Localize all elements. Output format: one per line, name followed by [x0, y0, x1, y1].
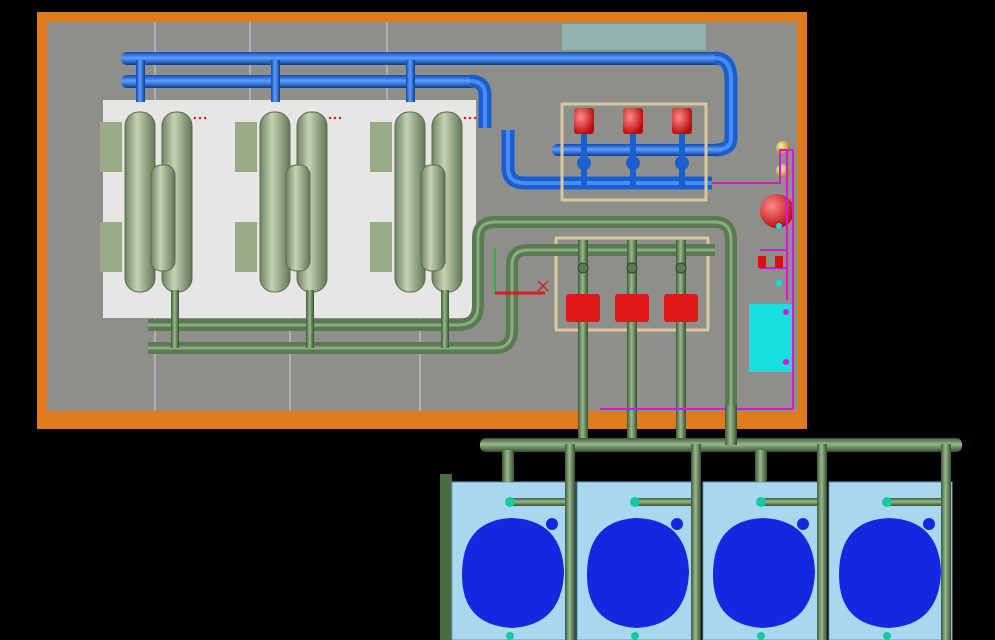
chiller-3: [370, 111, 477, 293]
pump-volute: [675, 156, 689, 170]
blue-header-upper: [121, 52, 725, 65]
tower-inlet-pipe: [508, 498, 570, 506]
tower-risers: [565, 444, 951, 640]
chw-pump-group: [574, 108, 692, 185]
chiller-panel: [370, 122, 392, 172]
tower-inlet-pipe: [759, 498, 821, 506]
chiller-group: [100, 111, 477, 293]
coordinate-triad: [494, 248, 549, 295]
pump-volute: [577, 156, 591, 170]
cw-pump-group: [566, 240, 698, 438]
pump-discharge: [627, 322, 637, 438]
chiller-panel: [100, 222, 122, 272]
chiller-marker: [193, 116, 197, 120]
tower-header-pipe: [480, 438, 962, 452]
tower-cell-1: [451, 481, 576, 640]
fan-motor: [797, 518, 809, 530]
green-drops-from-chillers: [171, 290, 449, 348]
cw-pump-3: [664, 240, 698, 438]
tower-drain: [883, 632, 891, 640]
chiller-panel: [235, 222, 257, 272]
chiller-marker: [203, 116, 207, 120]
tower-fan: [839, 518, 941, 628]
pump-body: [615, 294, 649, 322]
cooling-tower-frame: [440, 474, 452, 640]
chw-pump-1: [574, 108, 594, 185]
expansion-tank: [760, 194, 794, 228]
pump-valve: [577, 262, 589, 274]
chw-pump-2: [623, 108, 643, 185]
louver-panel: [562, 24, 706, 50]
pump-valve: [675, 262, 687, 274]
pump-discharge: [578, 322, 588, 438]
condenser-water-pipes: [148, 216, 737, 410]
tower-drain: [506, 632, 514, 640]
blue-drops-to-chillers: [136, 60, 415, 102]
chw-pump-3: [672, 108, 692, 185]
tower-header: [480, 405, 962, 482]
tower-fan: [587, 518, 689, 628]
tower-inlet-pipe: [885, 498, 947, 506]
tower-valve: [882, 497, 892, 507]
pump-valve: [626, 262, 638, 274]
chiller-marker: [198, 116, 202, 120]
cw-pump-1: [566, 240, 600, 438]
fan-motor: [671, 518, 683, 530]
tower-fan: [462, 518, 564, 628]
tower-inlet-pipe: [633, 498, 695, 506]
pump-body: [664, 294, 698, 322]
pump-body: [566, 294, 600, 322]
chiller-panel: [100, 122, 122, 172]
chw-pump-skid: [560, 102, 708, 202]
pump-motor: [623, 108, 643, 134]
tower-riser-pipe: [565, 444, 575, 640]
tower-cell-4: [828, 481, 953, 640]
compressor: [420, 164, 446, 272]
tower-fan: [713, 518, 815, 628]
pump-motor: [574, 108, 594, 134]
tower-riser-pipe: [691, 444, 701, 640]
blue-pump-header: [552, 144, 722, 156]
tower-riser-pipe: [817, 444, 827, 640]
chiller-marker: [333, 116, 337, 120]
expansion-equipment: [600, 141, 794, 410]
pump-discharge: [676, 322, 686, 438]
chiller-marker: [468, 116, 472, 120]
chiller-1: [100, 111, 207, 293]
chiller-marker: [328, 116, 332, 120]
chiller-marker: [473, 116, 477, 120]
tower-cell-3: [702, 481, 827, 640]
chiller-panel: [370, 222, 392, 272]
chiller-marker: [338, 116, 342, 120]
cw-pump-2: [615, 240, 649, 438]
chiller-panel: [235, 122, 257, 172]
tower-drain: [631, 632, 639, 640]
tower-valve: [505, 497, 515, 507]
pump-motor: [672, 108, 692, 134]
fan-motor: [923, 518, 935, 530]
compressor: [285, 164, 311, 272]
chiller-2: [235, 111, 342, 293]
tower-drain: [757, 632, 765, 640]
tower-cell-2: [576, 481, 701, 640]
tower-valve: [630, 497, 640, 507]
tower-valve: [756, 497, 766, 507]
blue-header-lower: [121, 75, 477, 88]
tower-riser-pipe: [941, 444, 951, 640]
cooling-tower-group: [451, 481, 953, 640]
pump-volute: [626, 156, 640, 170]
compressor: [150, 164, 176, 272]
fan-motor: [546, 518, 558, 530]
chiller-marker: [463, 116, 467, 120]
